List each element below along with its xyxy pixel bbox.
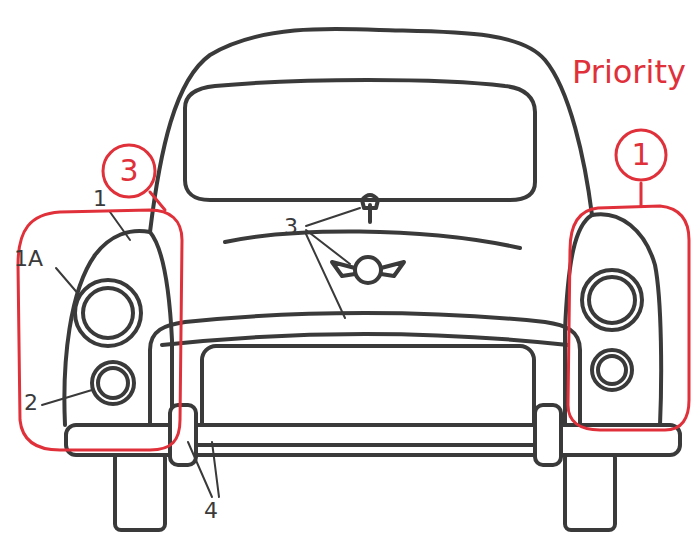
- callout-number: 3: [284, 216, 298, 238]
- callout-number: 4: [204, 500, 218, 522]
- circled-priority: 1: [614, 128, 668, 182]
- callout-number: 1A: [14, 248, 43, 270]
- priority-number: 3: [101, 156, 157, 186]
- circled-priority: 3: [101, 143, 157, 199]
- callout-number: 1: [93, 188, 107, 210]
- callout-number: 2: [24, 392, 38, 414]
- priority-number: 1: [614, 140, 668, 170]
- priority-note: Priority: [572, 56, 686, 88]
